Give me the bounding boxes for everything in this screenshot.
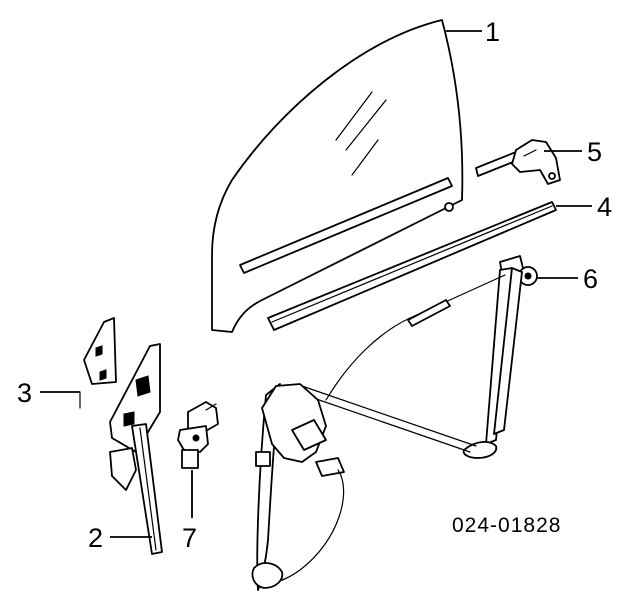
callout-7: 7 — [182, 523, 197, 553]
reference-code: 024-01828 — [452, 514, 561, 537]
leader-lines — [40, 30, 592, 538]
window-motor — [177, 401, 219, 469]
callout-5: 5 — [587, 137, 602, 167]
callout-4: 4 — [597, 192, 612, 222]
rear-guide-bracket — [475, 139, 561, 185]
callout-1: 1 — [485, 17, 500, 47]
window-seal-strip — [267, 201, 557, 331]
callout-3: 3 — [17, 378, 32, 408]
glass-channel — [109, 343, 163, 555]
callout-2: 2 — [88, 523, 103, 553]
quarter-trim — [79, 317, 117, 409]
window-glass — [211, 19, 464, 333]
window-regulator — [251, 255, 538, 591]
callout-6: 6 — [583, 264, 598, 294]
